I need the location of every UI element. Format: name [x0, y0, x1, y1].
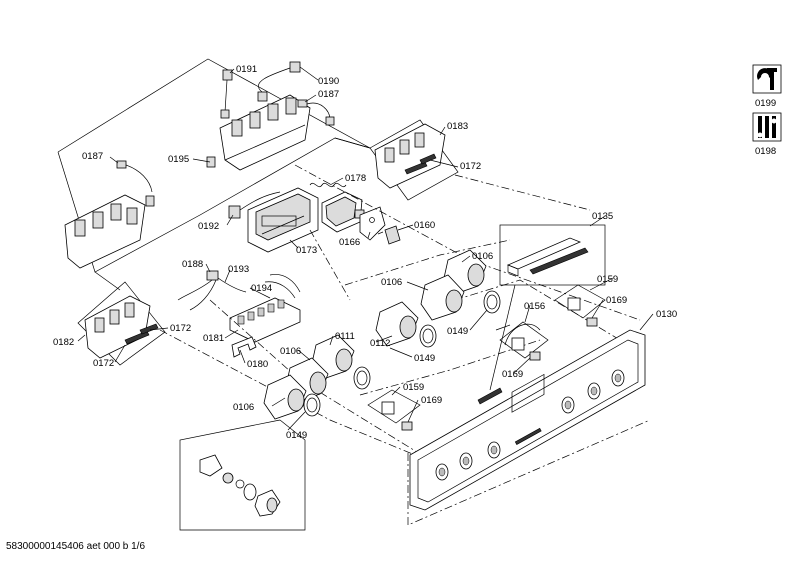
- clip-0180: [231, 336, 257, 358]
- callout-0172-right: 0172: [460, 161, 481, 172]
- bracket-0159-left: [367, 389, 421, 424]
- callout-0191: 0191: [236, 64, 257, 75]
- detail-knob-exploded: [179, 419, 306, 531]
- tool-icon-0198: [752, 112, 782, 142]
- upper-switch-board: [219, 94, 311, 171]
- bracket-0159-right: [554, 284, 606, 319]
- clip-0169-mid: [529, 351, 541, 361]
- control-panel-0130: [409, 329, 646, 511]
- callout-0181: 0181: [203, 333, 224, 344]
- ring-0149-upper: [483, 290, 501, 314]
- ring-0149-mid: [419, 324, 437, 348]
- callout-0180: 0180: [247, 359, 268, 370]
- callout-0199: 0199: [755, 98, 776, 109]
- callout-0194: 0194: [251, 283, 272, 294]
- callout-0193: 0193: [228, 264, 249, 275]
- callout-0187-right: 0187: [318, 89, 339, 100]
- callout-0172-mid: 0172: [170, 323, 191, 334]
- knob-0112: [375, 301, 419, 347]
- callout-0169-right: 0169: [606, 295, 627, 306]
- callout-leaders: [77, 66, 654, 431]
- bracket-0166: [359, 206, 386, 241]
- callout-0190: 0190: [318, 76, 339, 87]
- callout-0135: 0135: [592, 211, 613, 222]
- connector-0187-left: [116, 160, 127, 169]
- callout-0198: 0198: [755, 146, 776, 157]
- knob-group-lower: [263, 334, 371, 420]
- callout-0187-left: 0187: [82, 151, 103, 162]
- document-id-footer: 58300000145406 aet 000 b 1/6: [6, 541, 146, 552]
- callout-0149-upper: 0149: [447, 326, 468, 337]
- callout-0106-lower-left: 0106: [233, 402, 254, 413]
- callout-0112: 0112: [370, 338, 390, 349]
- detail-leader-right: [334, 137, 371, 149]
- callout-0178: 0178: [345, 173, 366, 184]
- callout-0159-left: 0159: [403, 382, 424, 393]
- terminal-block-0181: [229, 297, 301, 343]
- callout-0195: 0195: [168, 154, 189, 165]
- callout-0172-lower: 0172: [93, 358, 114, 369]
- switch-board-0183: [369, 119, 459, 201]
- thermostat-0178: [309, 182, 365, 233]
- callout-0169-left: 0169: [421, 395, 442, 406]
- lamp-holder-0160: [377, 225, 401, 245]
- callout-0149-lower: 0149: [286, 430, 307, 441]
- callout-0130: 0130: [656, 309, 677, 320]
- callout-0182: 0182: [53, 337, 74, 348]
- callout-0183: 0183: [447, 121, 468, 132]
- switch-board-0182: [77, 281, 166, 366]
- connector-0191: [222, 69, 233, 81]
- knob-0106-mid: [420, 274, 465, 321]
- callout-0149-mid: 0149: [414, 353, 435, 364]
- lower-switch-board: [64, 194, 146, 269]
- callout-0106-lower-right: 0106: [280, 346, 301, 357]
- display-module-0135: [489, 224, 606, 391]
- wire-harness-0193: [177, 270, 301, 311]
- callout-0192: 0192: [198, 221, 219, 232]
- connector-0187-right: [297, 99, 308, 108]
- callout-0106-upper: 0106: [472, 251, 493, 262]
- callout-0169-mid: 0169: [502, 369, 523, 380]
- knob-group-upper: [375, 249, 501, 348]
- ring-0149-right: [353, 366, 371, 390]
- callout-labels: 0191 0190 0187 0187 0195 0183 0172 0178 …: [53, 64, 776, 441]
- callout-0173: 0173: [296, 245, 317, 256]
- connector-0190: [289, 61, 301, 73]
- ring-0149-lower: [303, 393, 321, 417]
- callout-0159-right: 0159: [597, 274, 618, 285]
- callout-0106-mid: 0106: [381, 277, 402, 288]
- callout-0156: 0156: [524, 301, 545, 312]
- connector-0188: [206, 270, 219, 281]
- callout-0166: 0166: [339, 237, 360, 248]
- connector-0192: [228, 191, 281, 219]
- callout-0188: 0188: [182, 259, 203, 270]
- callout-0160: 0160: [414, 220, 435, 231]
- electronic-module-0173: [247, 187, 319, 253]
- clip-0169-left: [401, 421, 413, 431]
- clip-0169-right: [586, 317, 598, 327]
- knob-0106-lower-b: [263, 374, 307, 420]
- detail-leader-left: [94, 271, 121, 291]
- ribbon-cable: [145, 156, 216, 207]
- bracket-0156: [499, 321, 549, 359]
- tool-icon-0199: [752, 64, 782, 94]
- detail-wiring-assembly: [57, 58, 371, 273]
- callout-0111: 0111: [335, 331, 355, 342]
